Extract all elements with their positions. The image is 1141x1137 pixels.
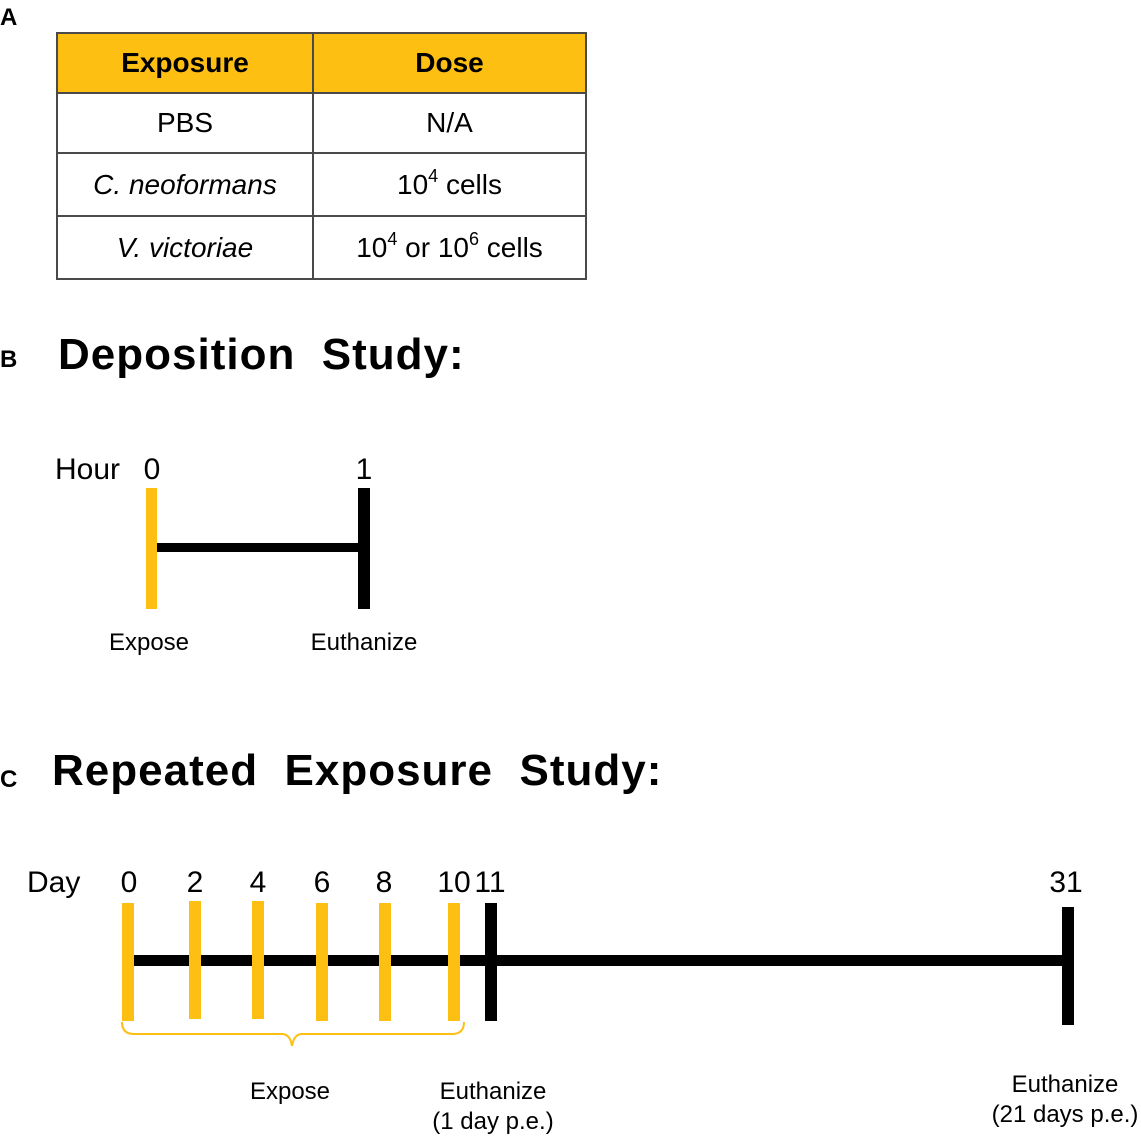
cell-exposure: C. neoformans [56,152,314,217]
dose-unit: cells [438,168,502,200]
tick-day-31: 31 [1049,866,1083,899]
repeated-exposure-study-title: Repeated Exposure Study: [52,746,663,795]
day-axis-label: Day [27,866,81,899]
tick-hour-0: 0 [143,453,161,486]
tick-day-8: 8 [375,866,393,899]
cell-dose: 104 cells [312,152,587,217]
dose-exponent: 4 [428,165,439,186]
header-dose: Dose [312,32,587,94]
euthanize-21-days-line1: Euthanize [1011,1071,1119,1098]
cell-dose: N/A [312,92,587,154]
cell-exposure: V. victoriae [56,215,314,280]
hour-axis-label: Hour [55,453,121,486]
repeated-timeline-line [128,955,1068,966]
euthanize-21-days-line2: (21 days p.e.) [991,1101,1139,1128]
euthanize-1-day-line2: (1 day p.e.) [432,1108,554,1135]
euthanize-marker-day-11 [485,903,497,1021]
expose-bracket [121,1021,465,1047]
table-header-row: Exposure Dose [56,32,587,94]
expose-marker-day-0 [122,903,134,1021]
deposition-timeline-line [151,543,364,552]
deposition-euthanize-marker [358,488,370,609]
header-exposure: Exposure [56,32,314,94]
deposition-expose-label: Expose [108,629,190,656]
panel-label-b: B [0,346,18,373]
tick-hour-1: 1 [355,453,373,486]
expose-marker-day-8 [379,903,391,1021]
dose-connector: or 10 [397,231,469,263]
table-row: PBS N/A [56,92,587,154]
panel-label-a: A [0,4,18,31]
dose-value: N/A [426,107,473,138]
tick-day-10: 10 [437,866,471,899]
deposition-expose-marker [146,488,157,609]
euthanize-21-days-label: Euthanize (21 days p.e.) [983,1070,1141,1130]
panel-label-c: C [0,766,18,793]
table-row: C. neoformans 104 cells [56,152,587,217]
expose-marker-day-2 [189,901,201,1019]
dose-exponent: 4 [387,228,398,249]
expose-marker-day-10 [448,903,460,1021]
tick-day-11: 11 [474,866,506,899]
euthanize-1-day-label: Euthanize (1 day p.e.) [423,1077,563,1137]
dose-unit: cells [479,231,543,263]
tick-day-6: 6 [313,866,331,899]
exposure-dose-table: Exposure Dose PBS N/A C. neoformans 104 … [56,32,587,280]
dose-base: 10 [356,231,388,263]
euthanize-marker-day-31 [1062,907,1074,1025]
tick-day-2: 2 [186,866,204,899]
dose-exponent-2: 6 [468,228,479,249]
euthanize-1-day-line1: Euthanize [439,1078,547,1105]
deposition-study-title: Deposition Study: [58,330,465,379]
repeated-expose-label: Expose [249,1078,331,1105]
expose-marker-day-4 [252,901,264,1019]
cell-exposure: PBS [56,92,314,154]
dose-base: 10 [397,168,429,200]
tick-day-0: 0 [120,866,138,899]
expose-marker-day-6 [316,903,328,1021]
deposition-euthanize-label: Euthanize [310,629,418,656]
cell-dose: 104 or 106 cells [312,215,587,280]
table-row: V. victoriae 104 or 106 cells [56,215,587,280]
tick-day-4: 4 [249,866,267,899]
